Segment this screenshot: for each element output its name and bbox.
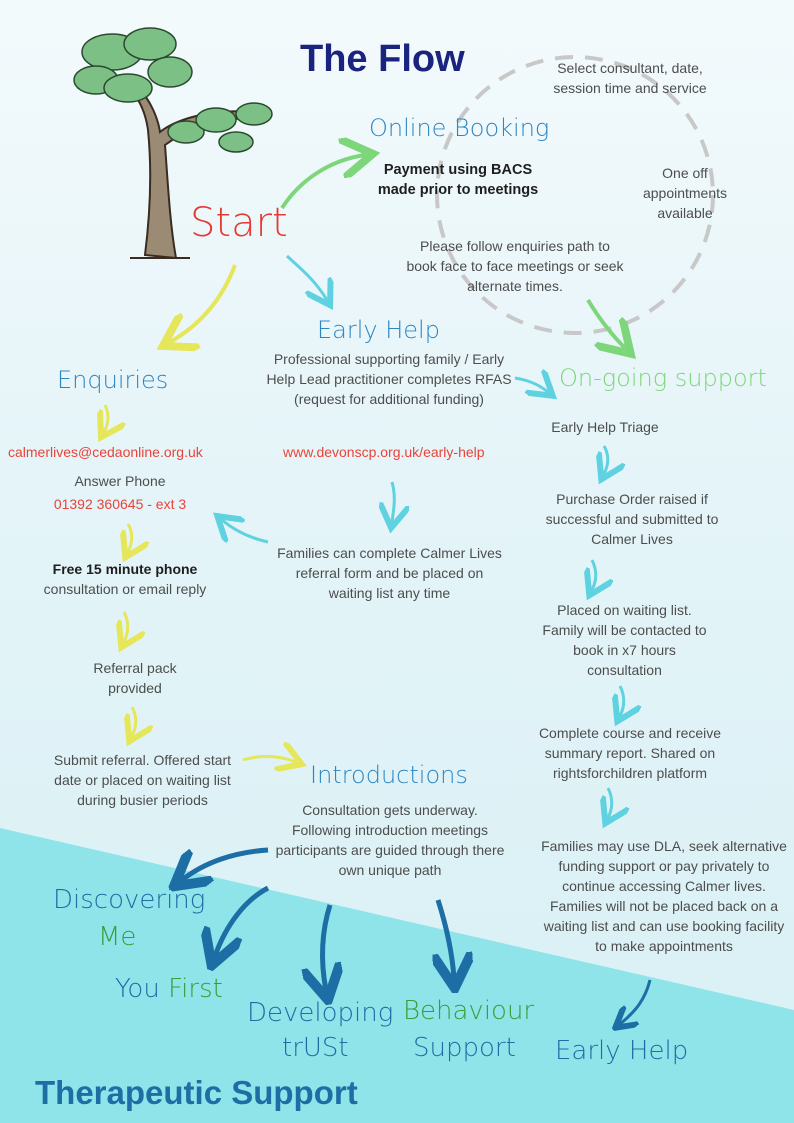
path-trust: trUSt	[282, 1033, 349, 1063]
arrow-start-enquiries	[170, 264, 237, 342]
arrow-free-pack	[124, 611, 128, 642]
arrow-earlyhelp-ongoing	[514, 378, 548, 392]
families-referral-note: Families can complete Calmer Lives refer…	[277, 545, 502, 601]
arrow-submit-intro	[242, 756, 296, 762]
early-help-link[interactable]: www.devonscp.org.uk/early-help	[283, 444, 485, 460]
arrow-enq-email	[104, 404, 108, 432]
one-off-note: One off appointments available	[642, 165, 728, 221]
arrow-phone-free	[128, 523, 132, 552]
waiting-list-note: Placed on waiting list. Family will be c…	[542, 602, 707, 678]
free-consultation-rest: consultation or email reply	[43, 581, 207, 597]
therapeutic-support-title: Therapeutic Support	[35, 1074, 358, 1111]
path-behaviour: Behaviour	[403, 996, 535, 1026]
path-early-help: Early Help	[555, 1036, 689, 1066]
enquiries-heading: Enquiries	[57, 366, 169, 394]
families-dla-note: Families may use DLA, seek alternative f…	[541, 838, 787, 954]
page-title: The Flow	[300, 38, 465, 80]
ongoing-support-heading: On-going support	[559, 364, 767, 392]
arrow-intro-youfirst	[215, 885, 270, 956]
arrow-dla-earlyhelp	[620, 979, 652, 1024]
arrow-link-families	[392, 481, 394, 522]
path-support: Support	[413, 1033, 516, 1063]
submit-referral-note: Submit referral. Offered start date or p…	[53, 752, 232, 808]
answer-phone-number[interactable]: 01392 360645 - ext 3	[53, 496, 187, 512]
early-help-triage: Early Help Triage	[551, 419, 659, 435]
arrow-families-phone	[222, 520, 269, 544]
teal-band	[0, 828, 794, 1123]
arrow-po-waiting	[592, 559, 596, 590]
path-me: Me	[98, 922, 137, 952]
arrow-intro-developing	[323, 904, 330, 990]
arrow-course-dla	[608, 787, 612, 818]
answer-phone-label: Answer Phone	[74, 473, 166, 489]
introductions-description: Consultation gets underway. Following in…	[275, 802, 505, 878]
arrow-pack-submit	[132, 706, 136, 736]
path-first: First	[168, 974, 223, 1004]
arrow-intro-behaviour	[438, 899, 454, 978]
booking-cycle-circle	[435, 55, 715, 335]
early-help-heading: Early Help	[317, 316, 440, 344]
path-you: You	[115, 974, 160, 1004]
payment-note: Payment using BACS made prior to meeting…	[377, 162, 539, 198]
arrow-online-ongoing	[586, 298, 625, 348]
enquiries-email[interactable]: calmerlives@cedaonline.org.uk	[8, 444, 203, 460]
select-consultant-note: Select consultant, date, session time an…	[553, 60, 707, 96]
arrow-start-online	[280, 155, 365, 210]
path-discovering: Discovering	[53, 885, 206, 915]
early-help-description: Professional supporting family / Early H…	[266, 351, 512, 407]
follow-enquiries-note: Please follow enquiries path to book fac…	[406, 238, 624, 294]
arrow-waiting-course	[620, 685, 624, 716]
arrow-start-earlyhelp	[285, 254, 327, 300]
complete-course-note: Complete course and receive summary repo…	[538, 725, 722, 781]
online-booking-heading: Online Booking	[369, 114, 550, 142]
arrow-intro-discovering	[182, 847, 269, 880]
arrow-triage-po	[604, 445, 608, 474]
tree-icon	[73, 27, 273, 260]
path-you-first: You First	[115, 974, 223, 1004]
purchase-order-note: Purchase Order raised if successful and …	[545, 491, 719, 547]
free-consultation-bold: Free 15 minute phone	[52, 561, 198, 577]
introductions-heading: Introductions	[310, 761, 468, 789]
start-label: Start	[190, 200, 288, 246]
path-developing: Developing	[247, 998, 394, 1028]
referral-pack-note: Referral pack provided	[93, 660, 177, 696]
